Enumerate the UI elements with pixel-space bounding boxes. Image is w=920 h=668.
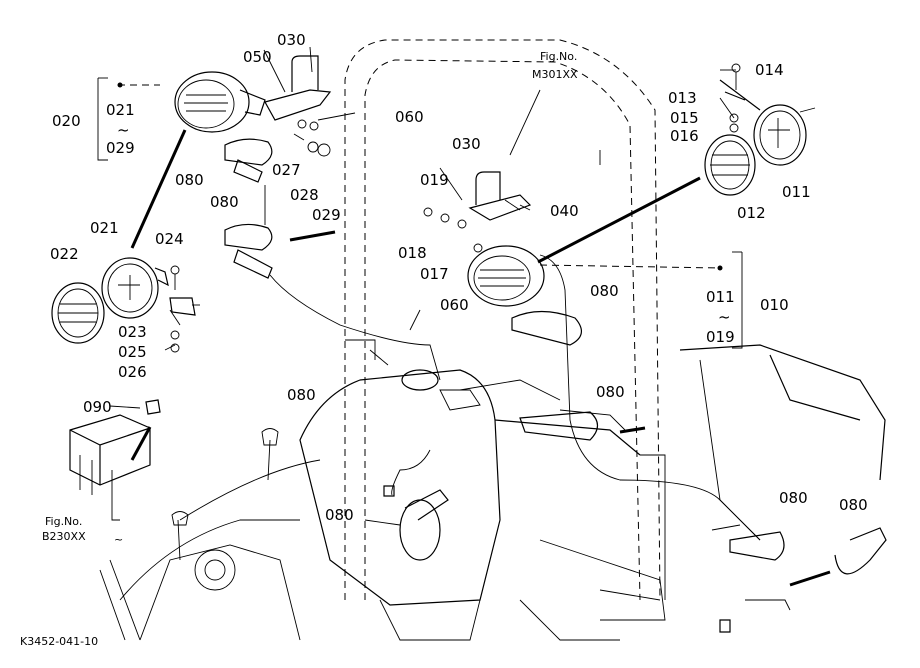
- label-tilde3: ~: [114, 533, 123, 546]
- fig-ref-b230-line1: Fig.No.: [45, 515, 82, 528]
- drawing-code: K3452-041-10: [20, 635, 98, 648]
- label-012: 012: [737, 204, 766, 222]
- label-060b: 060: [440, 296, 469, 314]
- label-020: 020: [52, 112, 81, 130]
- bullet-marker: [117, 82, 123, 88]
- label-080: 080: [175, 171, 204, 189]
- label-080f: 080: [325, 506, 354, 524]
- label-026: 026: [118, 363, 147, 381]
- label-022: 022: [50, 245, 79, 263]
- fig-ref-m301-line2: M301XX: [532, 68, 578, 81]
- label-029b: 029: [312, 206, 341, 224]
- label-013: 013: [668, 89, 697, 107]
- label-030: 030: [277, 31, 306, 49]
- label-015: 015: [670, 109, 699, 127]
- label-021b: 021: [90, 219, 119, 237]
- connector-block: [69, 399, 161, 521]
- label-080h: 080: [839, 496, 868, 514]
- tractor-body: [99, 344, 886, 641]
- work-light-center: [423, 171, 761, 541]
- leader-lines: [97, 46, 831, 587]
- label-080c: 080: [590, 282, 619, 300]
- work-light-left-upper: [174, 55, 332, 157]
- label-021: 021: [106, 101, 135, 119]
- work-light-right-exploded: [704, 63, 816, 196]
- label-018: 018: [398, 244, 427, 262]
- label-011b: 011: [706, 288, 735, 306]
- label-011: 011: [782, 183, 811, 201]
- label-016: 016: [670, 127, 699, 145]
- label-040: 040: [550, 202, 579, 220]
- label-024: 024: [155, 230, 184, 248]
- bullet-marker: [717, 265, 723, 271]
- label-027: 027: [272, 161, 301, 179]
- label-023: 023: [118, 323, 147, 341]
- label-029: 029: [106, 139, 135, 157]
- label-080b: 080: [210, 193, 239, 211]
- label-030b: 030: [452, 135, 481, 153]
- label-080e: 080: [596, 383, 625, 401]
- rops-frame: [344, 39, 666, 601]
- label-025: 025: [118, 343, 147, 361]
- label-019b: 019: [706, 328, 735, 346]
- work-light-left-exploded: [51, 257, 200, 353]
- harness-left: [224, 138, 441, 381]
- callout-labels: 030 050 060 020 021 ~ 029 027 028 029 08…: [20, 31, 868, 648]
- label-010: 010: [760, 296, 789, 314]
- fig-ref-b230-line2: B230XX: [42, 530, 86, 543]
- label-014: 014: [755, 61, 784, 79]
- fig-ref-m301-line1: Fig.No.: [540, 50, 577, 63]
- label-080g: 080: [779, 489, 808, 507]
- label-tilde: ~: [117, 121, 130, 139]
- label-017: 017: [420, 265, 449, 283]
- label-090: 090: [83, 398, 112, 416]
- cable-straps: [383, 310, 887, 633]
- label-060: 060: [395, 108, 424, 126]
- label-050: 050: [243, 48, 272, 66]
- label-tilde2: ~: [718, 308, 731, 326]
- label-019: 019: [420, 171, 449, 189]
- label-028: 028: [290, 186, 319, 204]
- label-080d: 080: [287, 386, 316, 404]
